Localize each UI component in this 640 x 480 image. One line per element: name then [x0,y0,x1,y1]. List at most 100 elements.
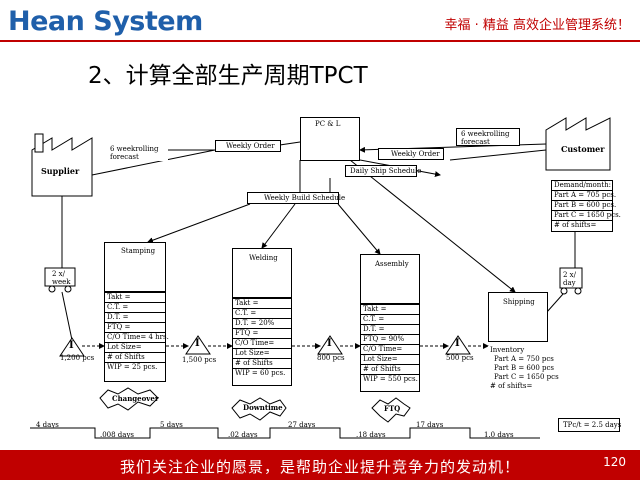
data-row: WIP = 25 pcs. [107,363,158,371]
process-box-stamping: Stamping [104,242,166,292]
data-row: Inventory [490,346,525,354]
demand-row: Part C = 1650 pcs. [552,211,621,221]
data-row: FTQ = [233,329,291,339]
timeline-wait-days: 27 days [288,421,316,429]
data-box-stamping: Takt = C.T. = D.T. = FTQ = C/O Time= 4 h… [104,292,169,382]
weekly-order-left-box: Weekly Order [215,140,281,152]
data-row: Part A = 750 pcs [494,355,554,363]
footer-slogan: 我们关注企业的愿景，是帮助企业提升竞争力的发动机！ [119,458,520,476]
data-box-assembly: Takt = C.T. = D.T. = FTQ = 90% C/O Time=… [360,304,420,392]
timeline-process-days: .008 days [100,431,135,439]
data-row: D.T. = 20% [233,319,291,329]
data-row: C/O Time= [361,345,419,355]
timeline-wait-days: 4 days [36,421,59,429]
timeline-process-days: .18 days [356,431,386,439]
inventory-symbol: I [69,340,74,351]
inventory-triangle-icon [445,335,471,355]
data-row: Takt = [361,305,419,315]
inventory-qty: 500 pcs [446,354,474,362]
pc-and-l-label: PC & L [315,120,341,128]
page-number: 120 [603,455,626,469]
data-row: # of Shifts [233,359,291,369]
data-row: WIP = 550 pcs. [363,375,418,383]
inventory-qty: 1,500 pcs [182,356,217,364]
data-box-welding: Takt = C.T. = D.T. = 20% FTQ = C/O Time=… [232,298,292,386]
pc-and-l-box: PC & L [300,117,360,161]
timeline-ladder [30,427,540,439]
inventory-qty: 800 pcs [317,354,345,362]
inventory-symbol: I [195,338,200,349]
slide-title: 2、计算全部生产周期TPCT [88,63,368,89]
inventory-triangle-icon [317,335,343,355]
daily-ship-schedule-label: Daily Ship Schedule [350,167,422,175]
data-row: FTQ = [105,323,165,333]
process-name: Assembly [375,260,409,268]
data-row: D.T. = [105,313,165,323]
demand-row: Demand/month: [552,181,612,191]
inventory-triangle-icon [185,335,211,355]
kaizen-label-downtime: Downtime [243,403,283,412]
process-box-shipping: Shipping [488,292,548,342]
data-row: # of Shifts [105,353,165,363]
header-tagline: 幸福 · 精益 高效企业管理系统！ [444,18,630,33]
data-row: Lot Size= [233,349,291,359]
daily-ship-schedule-box: Daily Ship Schedule [345,165,421,177]
data-row: C.T. = [233,309,291,319]
data-row: Takt = [233,299,291,309]
demand-row: Part B = 600 pcs. [552,201,617,211]
kaizen-label-ftq: FTQ [384,404,401,413]
kaizen-burst-icon [99,387,159,411]
weekly-order-left-label: Weekly Order [226,142,275,150]
inventory-symbol: I [455,338,460,349]
data-row: WIP = 60 pcs. [235,369,286,377]
weekly-order-right-label: Weekly Order [391,150,440,158]
weekly-build-schedule-label: Weekly Build Schedule [264,194,346,202]
tpct-label: TPc/t = 2.5 days [563,421,622,429]
data-box-shipping: Inventory Part A = 750 pcs Part B = 600 … [488,346,559,398]
data-row: # of shifts= [490,382,533,390]
data-row: D.T. = [361,325,419,335]
timeline-wait-days: 17 days [416,421,444,429]
process-box-welding: Welding [232,248,292,298]
process-name: Stamping [121,247,156,255]
supplier-forecast-label: 6 weekrolling forecast [110,145,159,161]
company-logo: Hean System [8,6,203,37]
data-row: Part B = 600 pcs [494,364,554,372]
data-row: Takt = [105,293,165,303]
tpct-box: TPc/t = 2.5 days [558,418,622,432]
inventory-symbol: I [327,338,332,349]
supplier-forecast-box: 6 weekrolling forecast [110,143,168,161]
demand-row: # of shifts= [554,221,597,229]
data-row: C.T. = [105,303,165,313]
customer-factory-icon [545,117,611,171]
supplier-delivery-label: 2 x/ week [52,270,71,286]
customer-delivery-label: 2 x/ day [563,271,576,287]
customer-demand-box: Demand/month: Part A = 705 pcs. Part B =… [551,180,621,232]
customer-label: Customer [561,144,605,154]
data-row: FTQ = 90% [361,335,419,345]
data-row: C/O Time= [233,339,291,349]
kaizen-label-changeover: Changeover [112,394,159,403]
footer-bar [0,450,640,480]
kaizen-burst-icon [231,397,287,421]
process-box-assembly: Assembly [360,254,420,304]
data-row: C/O Time= 4 hrs. [105,333,169,343]
timeline-process-days: 1.0 days [484,431,514,439]
header-divider [0,40,640,42]
supplier-label: Supplier [41,166,80,176]
data-row: # of Shifts [361,365,419,375]
weekly-order-right-box: Weekly Order [378,148,444,160]
timeline-process-days: .02 days [228,431,258,439]
process-name: Shipping [503,298,535,306]
data-row: C.T. = [361,315,419,325]
inventory-qty: 1,200 pcs [60,354,95,362]
data-row: Lot Size= [105,343,165,353]
demand-row: Part A = 705 pcs. [552,191,617,201]
kaizen-burst-icon [371,397,411,423]
timeline-wait-days: 5 days [160,421,183,429]
inventory-triangle-icon [59,337,85,357]
process-name: Welding [249,254,278,262]
customer-forecast-label: 6 weekrolling forecast [461,130,510,146]
customer-forecast-box: 6 weekrolling forecast [456,128,520,146]
